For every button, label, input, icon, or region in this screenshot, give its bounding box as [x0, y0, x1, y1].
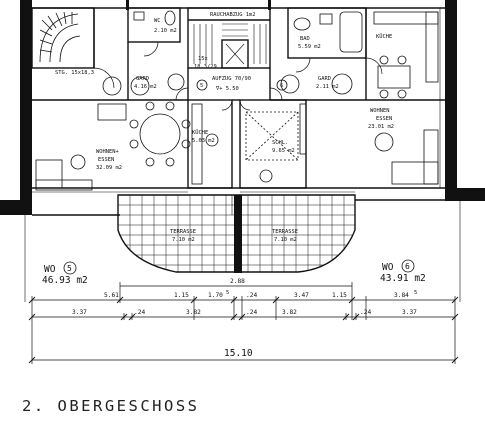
kueche-right-label: KÜCHE [376, 33, 392, 40]
dim-r1-8: 5 [414, 290, 417, 296]
aufzug-level: ∇+ 5.50 [215, 86, 239, 92]
dim-r2-3: .24 [246, 309, 257, 316]
dim-r2-0: 3.37 [72, 309, 87, 316]
terrasse-left-label: TERRASSE [170, 229, 196, 235]
wohnen-right-label: WOHNEN [370, 108, 389, 114]
dim-top-span: 2.88 [230, 278, 245, 285]
gard-left-area: 4.16 m2 [134, 84, 157, 90]
terrasse-right-area: 7.10 m2 [274, 237, 297, 243]
dimension-ticks [28, 296, 459, 364]
bad-area: 5.59 m2 [298, 44, 321, 50]
stair-center-label: 15x [198, 56, 208, 62]
dim-r1-1: 1.15 [174, 292, 189, 299]
gard-right-label: GARD [318, 76, 331, 82]
floor-title: 2. OBERGESCHOSS [22, 397, 200, 415]
wo6-label: WO [382, 262, 394, 273]
dim-r1-7: 3.84 [394, 292, 409, 299]
essen-right-label: ESSEN [376, 116, 392, 122]
terrasse-right-label: TERRASSE [272, 229, 298, 235]
dim-r1-0: 5.61 [104, 292, 119, 299]
wc-area: 2.10 m2 [154, 28, 177, 34]
terrace-area [117, 194, 356, 273]
dim-r2-1: .24 [134, 309, 145, 316]
dim-r2-2: 3.82 [186, 309, 201, 316]
stair-label: STG. 15x18,3 [55, 70, 94, 76]
dim-r1-4: .24 [246, 292, 257, 299]
central-stair [193, 23, 267, 65]
door-swings [93, 41, 383, 111]
schl-area: 9.65 m2 [272, 148, 295, 154]
wo5-label: WO [44, 264, 56, 275]
stair-center-sub: 18,3/29 [194, 64, 217, 70]
bad-label: BAD [300, 36, 310, 42]
schl-label: SCHL. [272, 140, 288, 146]
dim-r1-5: 3.47 [294, 292, 309, 299]
dim-r2-6: 3.37 [402, 309, 417, 316]
aufzug-label: AUFZUG 70/90 [212, 76, 251, 82]
essen-left-label: ESSEN [98, 157, 114, 163]
gard-right-area: 2.11 m2 [316, 84, 339, 90]
dim-total: 15.10 [224, 348, 253, 359]
wohnen-left-area: 32.09 m2 [96, 165, 122, 171]
kueche-left-area: 5.03 m2 [192, 138, 215, 144]
unit6-marker: 6 [280, 83, 283, 89]
spiral-stair [39, 11, 81, 63]
dim-r1-6: 1.15 [332, 292, 347, 299]
unit5-marker: 5 [200, 83, 203, 89]
wo5-area: 46.93 m2 [42, 275, 88, 286]
kueche-left-label: KÜCHE [192, 129, 208, 136]
wohnen-right-area: 23.01 m2 [368, 124, 394, 130]
rauchabzug-label: RAUCHABZUG 1m2 [210, 12, 255, 18]
boundary-lines [24, 195, 461, 302]
dim-r1-2: 1.70 [208, 292, 223, 299]
terrasse-left-area: 7.10 m2 [172, 237, 195, 243]
dim-r1-3: 5 [226, 290, 229, 296]
outer-walls [0, 0, 485, 215]
wc-label: WC [154, 18, 161, 24]
furniture [35, 10, 439, 191]
interior-walls [31, 7, 445, 216]
wo6-number: 6 [405, 262, 410, 271]
dim-r2-4: 3.82 [282, 309, 297, 316]
wo6-area: 43.91 m2 [380, 273, 426, 284]
gard-left-label: GARD [136, 76, 149, 82]
wohnen-left-label: WOHNEN+ [96, 149, 119, 155]
dim-r2-5: .24 [360, 309, 371, 316]
dimension-lines [31, 282, 456, 364]
wo5-number: 5 [67, 264, 72, 273]
